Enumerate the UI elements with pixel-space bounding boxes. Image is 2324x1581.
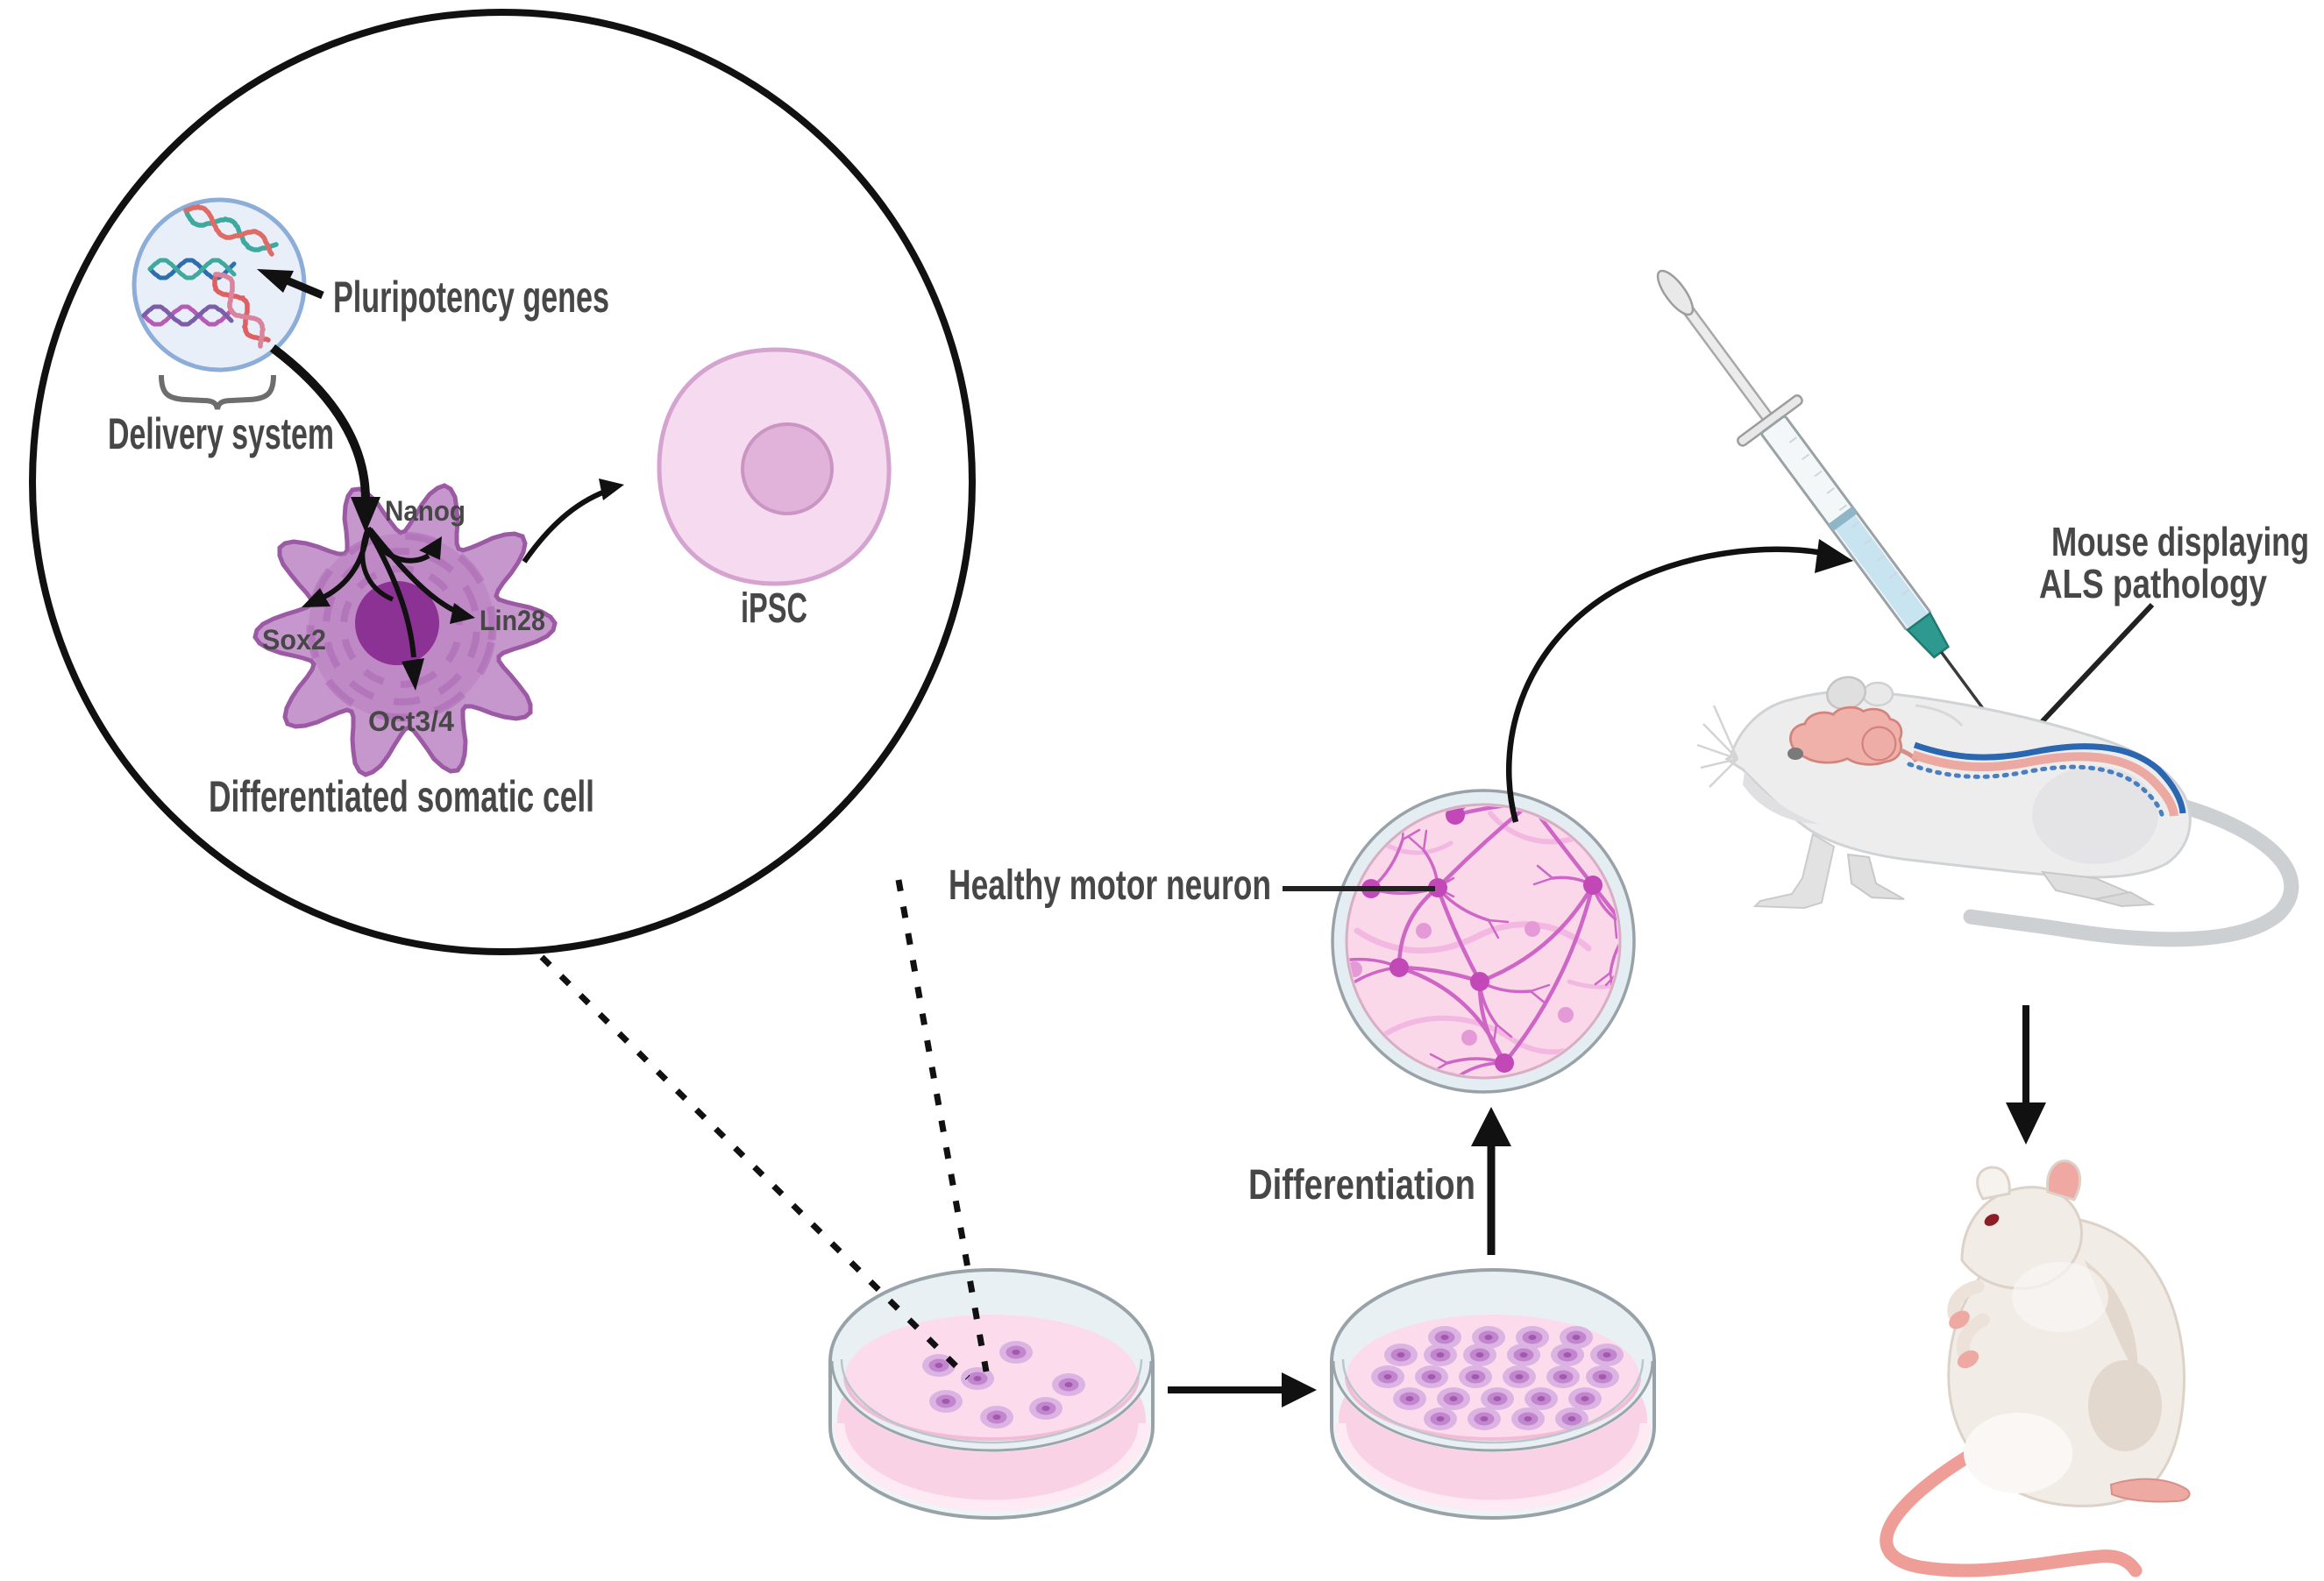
svg-text:Sox2: Sox2 [262, 624, 326, 656]
svg-text:Lin28: Lin28 [480, 605, 545, 636]
svg-text:Pluripotency genes: Pluripotency genes [333, 273, 609, 322]
svg-text:Differentiation: Differentiation [1248, 1162, 1475, 1209]
svg-text:Oct3/4: Oct3/4 [368, 705, 454, 737]
svg-text:Mouse displaying: Mouse displaying [2051, 519, 2309, 564]
svg-text:Delivery system: Delivery system [108, 409, 334, 458]
svg-text:ALS pathology: ALS pathology [2039, 561, 2267, 606]
svg-text:Healthy motor neuron: Healthy motor neuron [949, 862, 1271, 909]
svg-text:Differentiated somatic cell: Differentiated somatic cell [209, 772, 594, 821]
svg-text:Nanog: Nanog [385, 495, 466, 527]
svg-text:iPSC: iPSC [741, 585, 807, 632]
